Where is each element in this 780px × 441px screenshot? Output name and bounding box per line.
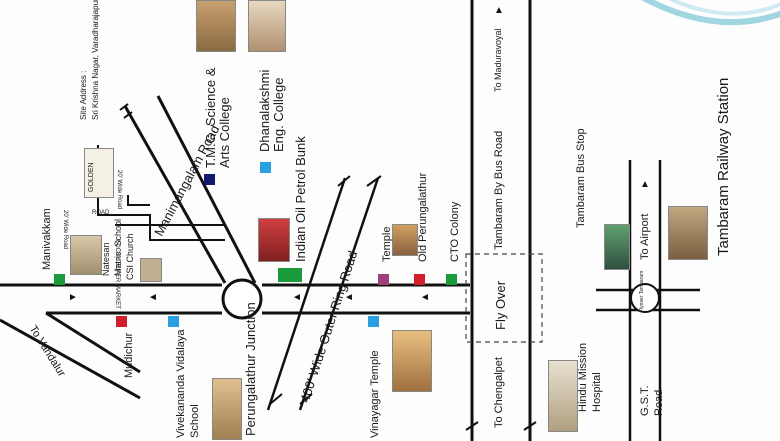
tmg-college-label-1: T.M.G. Science &: [203, 67, 218, 168]
old-perungalathur-label: Old Perungalathur: [417, 172, 429, 262]
site-logo: [84, 148, 114, 198]
manivakkam-label: Manivakkam: [41, 208, 53, 270]
bypass-road: [470, 0, 532, 441]
vivekananda-label-1: Vivekananda Vidalaya: [175, 329, 187, 438]
natesan-label-1: Natesan: [101, 242, 111, 276]
tambaram-bus-stop-label: Tambaram Bus Stop: [575, 128, 587, 228]
indian-oil-marker: [278, 268, 302, 282]
outer-ring-road: [266, 177, 380, 411]
tmg-college-marker: [204, 174, 215, 185]
tambaram-railway-station-label: Tambaram Railway Station: [715, 77, 732, 256]
cto-colony-marker: [446, 274, 457, 285]
natesan-school-photo: [70, 235, 102, 275]
dhanalakshmi-marker: [260, 162, 271, 173]
lucky-supermarket-label: LUCKY SUPER MARKET: [114, 240, 120, 309]
railway-station-photo: [668, 206, 708, 260]
cto-colony-label: CTO Colony: [449, 201, 461, 262]
arrow-icon: ◄: [148, 292, 158, 303]
indian-oil-label: Indian Oil Petrol Bunk: [293, 136, 308, 262]
bypass-road-label: Tambaram By Bus Road: [493, 130, 505, 250]
arrow-icon: ◄: [344, 292, 354, 303]
vinayagar-marker: [368, 316, 379, 327]
circle-junction-icon: [221, 278, 263, 320]
temple-photo: [392, 224, 418, 256]
fly-over-label: Fly Over: [493, 280, 508, 330]
road-label-1: 20' Wide Road: [62, 210, 68, 250]
vivekananda-marker: [168, 316, 179, 327]
site-logo-label: GOLDEN: [88, 162, 95, 192]
indian-oil-photo: [258, 218, 290, 262]
csi-church-label: CSI Church: [125, 233, 135, 280]
gst-road-label-2: Road: [653, 389, 665, 416]
road-label-2: 20' Wide Road: [116, 170, 122, 210]
decorative-arc: [641, 0, 780, 26]
dhanalakshmi-label-2: Eng. College: [271, 77, 286, 152]
vivekananda-school-photo: [212, 378, 242, 440]
hindu-mission-label-2: Hospital: [591, 372, 603, 412]
temple-marker: [378, 274, 389, 285]
site-address-label: Site Address :: [79, 70, 88, 120]
to-chengalpet-label: To Chengalpet: [493, 357, 505, 428]
gst-road: [596, 160, 700, 441]
arrow-icon: ◄: [292, 292, 302, 303]
hindu-mission-photo: [548, 360, 578, 432]
flyover-circle-label: Flyover Tambaram: [639, 270, 645, 312]
site-address-value: Sri Krishna Nagar, Varadharajapuram: [91, 0, 100, 120]
hindu-mission-label-1: Hindu Mission: [577, 342, 589, 412]
tmg-college-label-2: Arts College: [217, 97, 232, 168]
flyover-box: [465, 253, 543, 343]
tmg-college-photo: [196, 0, 236, 52]
vivekananda-label-2: School: [189, 404, 201, 438]
arrow-icon: ◄: [420, 292, 430, 303]
csi-church-photo: [140, 258, 162, 282]
road-break-icon: [119, 103, 133, 119]
manimangalam-road: [123, 95, 257, 284]
mudichur-label: Mudichur: [123, 332, 135, 378]
arrow-icon: ▲: [640, 179, 650, 190]
bus-stop-photo: [604, 224, 630, 270]
arrow-icon: ►: [68, 292, 78, 303]
to-maduravoyal-label: To Maduravoyal: [493, 28, 503, 92]
main-road: [0, 283, 470, 400]
road-short-label: ROAD: [92, 210, 110, 216]
manivakkam-marker: [54, 274, 65, 285]
gst-road-label-1: G.S.T.: [639, 385, 651, 416]
old-perungalathur-marker: [414, 274, 425, 285]
temple-label: Temple: [381, 226, 393, 262]
dhanalakshmi-label-1: Dhanalakshmi: [257, 69, 272, 152]
decorative-arc-light: [667, 0, 780, 16]
mudichur-marker: [116, 316, 127, 327]
to-airport-label: To Airport: [639, 213, 651, 260]
vinayagar-temple-photo: [392, 330, 432, 392]
dhanalakshmi-college-photo: [248, 0, 286, 52]
junction-label: Perungalathur Junction: [243, 302, 258, 436]
arrow-icon: ▲: [494, 5, 504, 16]
vinayagar-temple-label: Vinayagar Temple: [369, 350, 381, 438]
tambaram-flyover-circle: [630, 283, 660, 313]
